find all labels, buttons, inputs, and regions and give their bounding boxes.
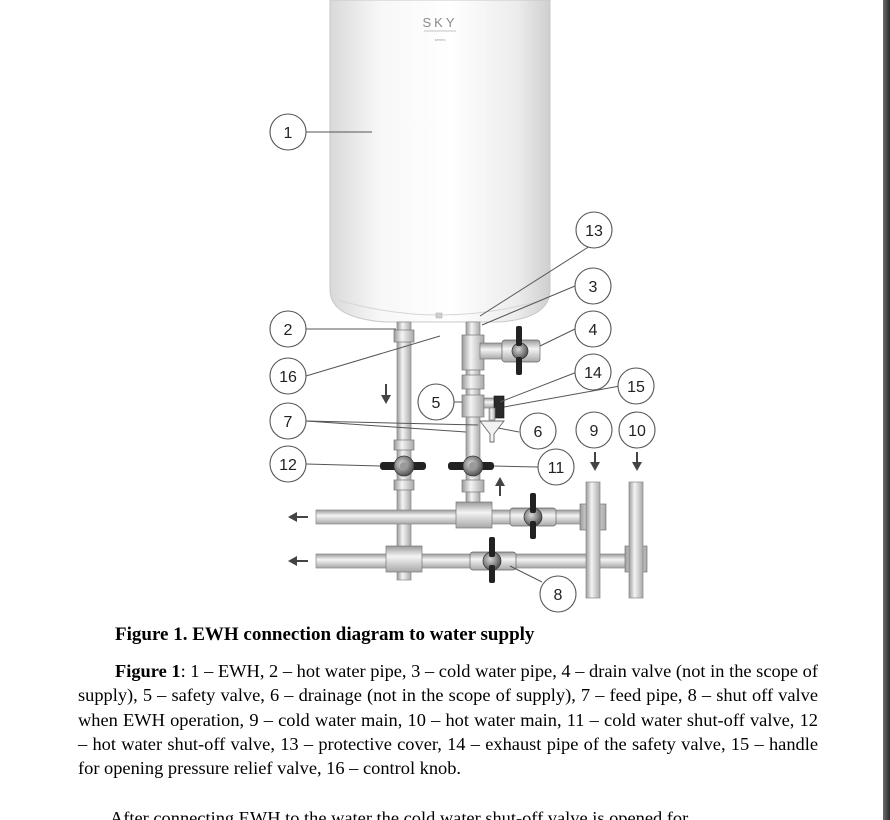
- callout-9: 9: [575, 411, 613, 449]
- figure-title: Figure 1. EWH connection diagram to wate…: [115, 624, 535, 645]
- cold-water-shutoff-valve: [448, 455, 494, 477]
- callout-11: 11: [537, 448, 575, 486]
- brand-logo-text: SKY: [422, 15, 457, 30]
- arrow-down-icon: [632, 452, 642, 471]
- arrow-down-icon: [381, 384, 391, 404]
- svg-text:1: 1: [284, 125, 293, 142]
- svg-text:11: 11: [548, 460, 565, 477]
- callout-2: 2: [269, 310, 307, 348]
- svg-text:13: 13: [585, 223, 603, 240]
- figure-caption: Figure 1: 1 – EWH, 2 – hot water pipe, 3…: [78, 659, 818, 780]
- arrow-left-icon: [288, 512, 308, 522]
- callout-3: 3: [574, 267, 612, 305]
- callout-8: 8: [539, 575, 577, 613]
- svg-text:12: 12: [279, 457, 297, 474]
- svg-text:4: 4: [589, 322, 598, 339]
- svg-text:14: 14: [584, 365, 602, 382]
- caption-text: : 1 – EWH, 2 – hot water pipe, 3 – cold …: [78, 661, 818, 779]
- next-paragraph-fragment: After connecting EWH to the water the co…: [110, 808, 689, 820]
- series-text: series: [435, 37, 446, 42]
- callout-12: 12: [269, 445, 307, 483]
- vertical-mains: [585, 481, 644, 599]
- flow-arrows: [288, 384, 642, 566]
- callout-10: 10: [618, 411, 656, 449]
- callout-6: 6: [519, 412, 557, 450]
- svg-text:2: 2: [284, 322, 293, 339]
- svg-text:6: 6: [534, 424, 543, 441]
- callout-13: 13: [575, 211, 613, 249]
- safety-valve-exhaust: [483, 395, 505, 421]
- cold-water-pipe: [461, 321, 503, 518]
- viewer-edge: [883, 0, 890, 820]
- cold-water-main-horizontal: [315, 501, 607, 531]
- svg-text:10: 10: [628, 423, 646, 440]
- svg-text:7: 7: [284, 414, 293, 431]
- svg-text:5: 5: [432, 395, 441, 412]
- operation-shutoff-valve: [469, 537, 517, 583]
- callout-15: 15: [617, 367, 655, 405]
- callout-14: 14: [574, 353, 612, 391]
- arrow-up-icon: [495, 477, 505, 496]
- control-knob: [435, 312, 443, 319]
- hot-water-pipe: [393, 321, 415, 581]
- callout-5: 5: [417, 383, 455, 421]
- callout-7: 7: [269, 402, 307, 440]
- arrow-left-icon: [288, 556, 308, 566]
- feed-line-valve: [509, 493, 557, 539]
- connection-diagram: SKY series: [269, 0, 656, 613]
- hot-water-shutoff-valve: [380, 455, 426, 477]
- drain-valve: [501, 326, 541, 375]
- svg-text:16: 16: [279, 369, 297, 386]
- caption-label: Figure 1: [115, 661, 181, 681]
- svg-text:8: 8: [554, 587, 563, 604]
- leader-lines: [305, 131, 621, 583]
- callout-1: 1: [269, 113, 307, 151]
- svg-text:15: 15: [627, 379, 645, 396]
- svg-text:3: 3: [589, 279, 598, 296]
- water-heater-tank: SKY series: [329, 0, 551, 323]
- callout-16: 16: [269, 357, 307, 395]
- svg-text:9: 9: [590, 423, 599, 440]
- drainage-funnel: [479, 420, 505, 443]
- callout-4: 4: [574, 310, 612, 348]
- arrow-down-icon: [590, 452, 600, 471]
